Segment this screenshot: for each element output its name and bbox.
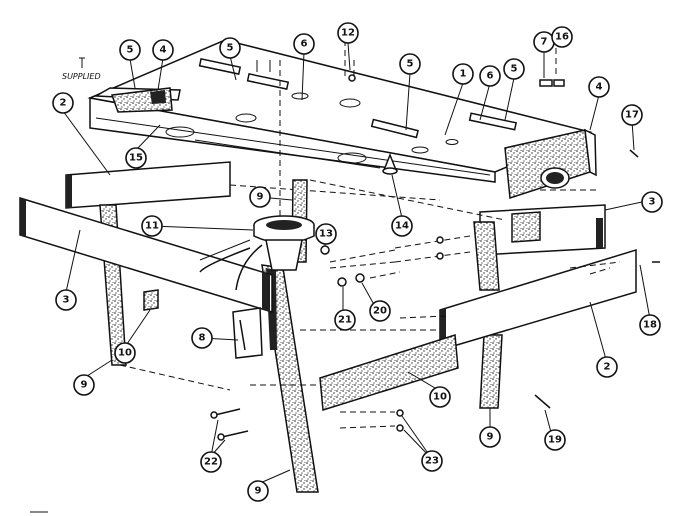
callout-15: 15 (125, 147, 147, 169)
lower-stretcher (143, 289, 459, 411)
callout-22: 22 (200, 451, 222, 473)
svg-text:4: 4 (596, 82, 603, 93)
svg-text:11: 11 (145, 221, 159, 232)
callout-5-c: 5 (399, 53, 421, 75)
callout-12: 12 (337, 22, 359, 44)
svg-text:23: 23 (425, 456, 439, 467)
svg-text:21: 21 (338, 315, 352, 326)
callout-11: 11 (141, 215, 163, 237)
svg-text:20: 20 (373, 306, 387, 317)
callout-9-left: 9 (73, 374, 95, 396)
svg-text:4: 4 (160, 45, 167, 56)
bracket-8 (232, 307, 263, 359)
svg-text:10: 10 (118, 348, 132, 359)
back-rail (65, 161, 441, 209)
svg-text:8: 8 (199, 333, 206, 344)
spindle-knob (382, 152, 398, 175)
callout-20: 20 (369, 300, 391, 322)
callout-5-d: 5 (503, 58, 525, 80)
svg-text:5: 5 (227, 43, 234, 54)
callout-18: 18 (639, 314, 661, 336)
svg-text:2: 2 (604, 362, 611, 373)
svg-text:3: 3 (649, 197, 656, 208)
callout-10-right: 10 (429, 386, 451, 408)
motor-assembly (199, 215, 315, 291)
svg-text:5: 5 (127, 45, 134, 56)
callout-17: 17 (621, 104, 643, 126)
svg-text:9: 9 (255, 486, 262, 497)
supplied-note: SUPPLIED (62, 72, 101, 81)
callout-7: 7 (533, 31, 555, 53)
svg-text:22: 22 (204, 457, 218, 468)
callout-13: 13 (315, 223, 337, 245)
svg-text:16: 16 (555, 32, 569, 43)
callout-14: 14 (391, 215, 413, 237)
bolts-and-washers (320, 189, 621, 287)
callout-8: 8 (191, 327, 213, 349)
svg-text:9: 9 (257, 192, 264, 203)
callout-9-bottom: 9 (247, 480, 269, 502)
callout-9-right: 9 (479, 426, 501, 448)
svg-text:3: 3 (63, 295, 70, 306)
svg-text:1: 1 (460, 69, 467, 80)
callout-9-top: 9 (249, 186, 271, 208)
front-rail (399, 248, 637, 352)
svg-text:18: 18 (643, 320, 657, 331)
callout-4-left: 4 (152, 39, 174, 61)
svg-text:15: 15 (129, 153, 143, 164)
svg-text:9: 9 (81, 380, 88, 391)
svg-text:10: 10 (433, 392, 447, 403)
callout-6-a: 6 (293, 33, 315, 55)
svg-text:7: 7 (541, 37, 548, 48)
svg-text:6: 6 (301, 39, 308, 50)
callout-3-left: 3 (55, 289, 77, 311)
left-side-rail (19, 196, 273, 314)
svg-text:6: 6 (487, 71, 494, 82)
callout-6-b: 6 (479, 65, 501, 87)
footprint-guides (119, 179, 506, 391)
svg-text:17: 17 (625, 110, 639, 121)
right-side-rail (479, 204, 606, 256)
svg-text:19: 19 (548, 435, 562, 446)
callout-5-a: 5 (119, 39, 141, 61)
callout-1: 1 (452, 63, 474, 85)
callout-19: 19 (544, 429, 566, 451)
screws-lower (210, 149, 660, 441)
svg-text:2: 2 (60, 98, 67, 109)
svg-text:13: 13 (319, 229, 333, 240)
svg-text:5: 5 (511, 64, 518, 75)
callout-2-bottom: 2 (596, 356, 618, 378)
callout-5-b: 5 (219, 37, 241, 59)
top-hardware (79, 40, 565, 230)
end-casting-right (504, 128, 597, 200)
callout-23: 23 (421, 450, 443, 472)
table-top (87, 39, 593, 183)
callout-10-left: 10 (114, 342, 136, 364)
svg-text:9: 9 (487, 432, 494, 443)
callout-3-right: 3 (641, 191, 663, 213)
callout-4-right: 4 (588, 76, 610, 98)
svg-text:12: 12 (341, 28, 355, 39)
callout-16: 16 (551, 26, 573, 48)
callout-2-top: 2 (52, 92, 74, 114)
svg-text:14: 14 (395, 221, 409, 232)
callout-21: 21 (334, 309, 356, 331)
svg-text:5: 5 (407, 59, 414, 70)
corner-bracket-left (110, 87, 173, 113)
